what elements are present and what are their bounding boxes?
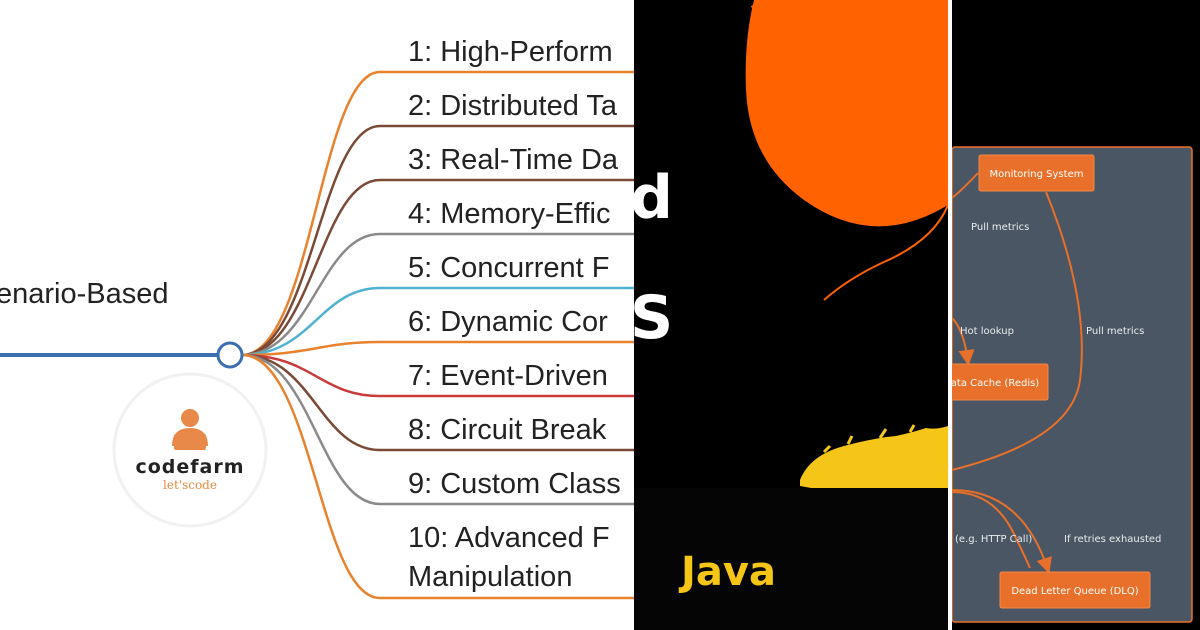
node-cache-redis[interactable] <box>952 363 1049 401</box>
edge-retries-exhausted <box>952 489 1052 574</box>
node-dead-letter-queue-label: Dead Letter Queue (DLQ) <box>1011 586 1138 597</box>
flow-panel-background <box>952 146 1193 623</box>
node-monitoring-system-label: Monitoring System <box>990 169 1084 180</box>
node-monitoring-system[interactable] <box>978 154 1095 192</box>
edge-label-pull-metrics-2: Pull metrics <box>1086 326 1144 337</box>
branch-line-5 <box>241 286 634 357</box>
topic-5-label[interactable]: 5: Concurrent F <box>408 252 609 284</box>
person-icon <box>172 409 208 450</box>
topic-8-label[interactable]: 8: Circuit Break <box>408 414 607 446</box>
codefarm-logo: codefarm let'scode <box>112 372 268 528</box>
orange-splash-edge <box>750 0 776 12</box>
edge-http-call <box>952 491 1031 569</box>
topic-4-label[interactable]: 4: Memory-Effic <box>408 198 611 230</box>
edge-label-pull-metrics-1: Pull metrics <box>971 222 1029 233</box>
edge-label-hot-lookup: Hot lookup <box>960 326 1014 337</box>
yellow-splash-edge <box>822 424 916 454</box>
panel-divider <box>948 0 952 630</box>
edge-monitoring-left <box>952 172 979 199</box>
logo-tagline-text: let'scode <box>163 478 217 492</box>
branch-line-10 <box>241 353 634 600</box>
edge-label-http-call: k (e.g. HTTP Call) <box>952 534 1032 545</box>
poster-letter-d: d <box>634 163 673 233</box>
topic-1-label[interactable]: 1: High-Perform <box>408 36 613 68</box>
mindmap-canvas: enario-Based 1: High-Perform 2: Distribu… <box>0 36 634 600</box>
java-poster-panel: d S Java <box>634 0 948 630</box>
orange-trail-line <box>823 204 948 301</box>
topic-3-label[interactable]: 3: Real-Time Da <box>408 144 619 176</box>
branch-line-2 <box>241 124 634 357</box>
poster-bottom-band <box>634 488 948 630</box>
topic-6-label[interactable]: 6: Dynamic Cor <box>408 306 608 338</box>
node-dead-letter-queue[interactable] <box>999 571 1151 609</box>
topic-10-label[interactable]: 10: Advanced F <box>408 522 610 554</box>
topic-9-label[interactable]: 9: Custom Class <box>408 468 621 500</box>
orange-sun-shape <box>745 0 948 227</box>
root-topic-label: enario-Based <box>0 278 169 310</box>
topic-7-label[interactable]: 7: Event-Driven <box>408 360 608 392</box>
branch-line-1 <box>241 70 634 357</box>
edge-pull-metrics-curve <box>952 191 1083 471</box>
branch-line-8 <box>241 353 634 452</box>
poster-canvas: d S Java <box>634 0 948 630</box>
logo-brand-text: codefarm <box>135 456 244 478</box>
mindmap-branches <box>241 70 634 600</box>
edge-hot-lookup <box>952 317 975 366</box>
branch-line-4 <box>241 232 634 357</box>
topic-10-label-line2[interactable]: Manipulation <box>408 561 572 593</box>
root-node-circle[interactable] <box>216 341 244 369</box>
node-cache-redis-label: ata Cache (Redis) <box>952 378 1039 389</box>
flow-canvas: Monitoring System ata Cache (Redis) Dead… <box>952 146 1193 623</box>
flow-diagram-panel: Monitoring System ata Cache (Redis) Dead… <box>952 0 1200 630</box>
branch-line-9 <box>241 353 634 506</box>
poster-letter-s: S <box>634 283 673 353</box>
branch-line-6 <box>241 340 634 357</box>
edge-label-retries-exhausted: If retries exhausted <box>1064 534 1161 545</box>
branch-line-3 <box>241 178 634 357</box>
branch-line-7 <box>241 353 634 398</box>
topic-2-label[interactable]: 2: Distributed Ta <box>408 90 618 122</box>
mindmap-panel: enario-Based 1: High-Perform 2: Distribu… <box>0 36 634 600</box>
poster-java-label: Java <box>678 549 776 595</box>
